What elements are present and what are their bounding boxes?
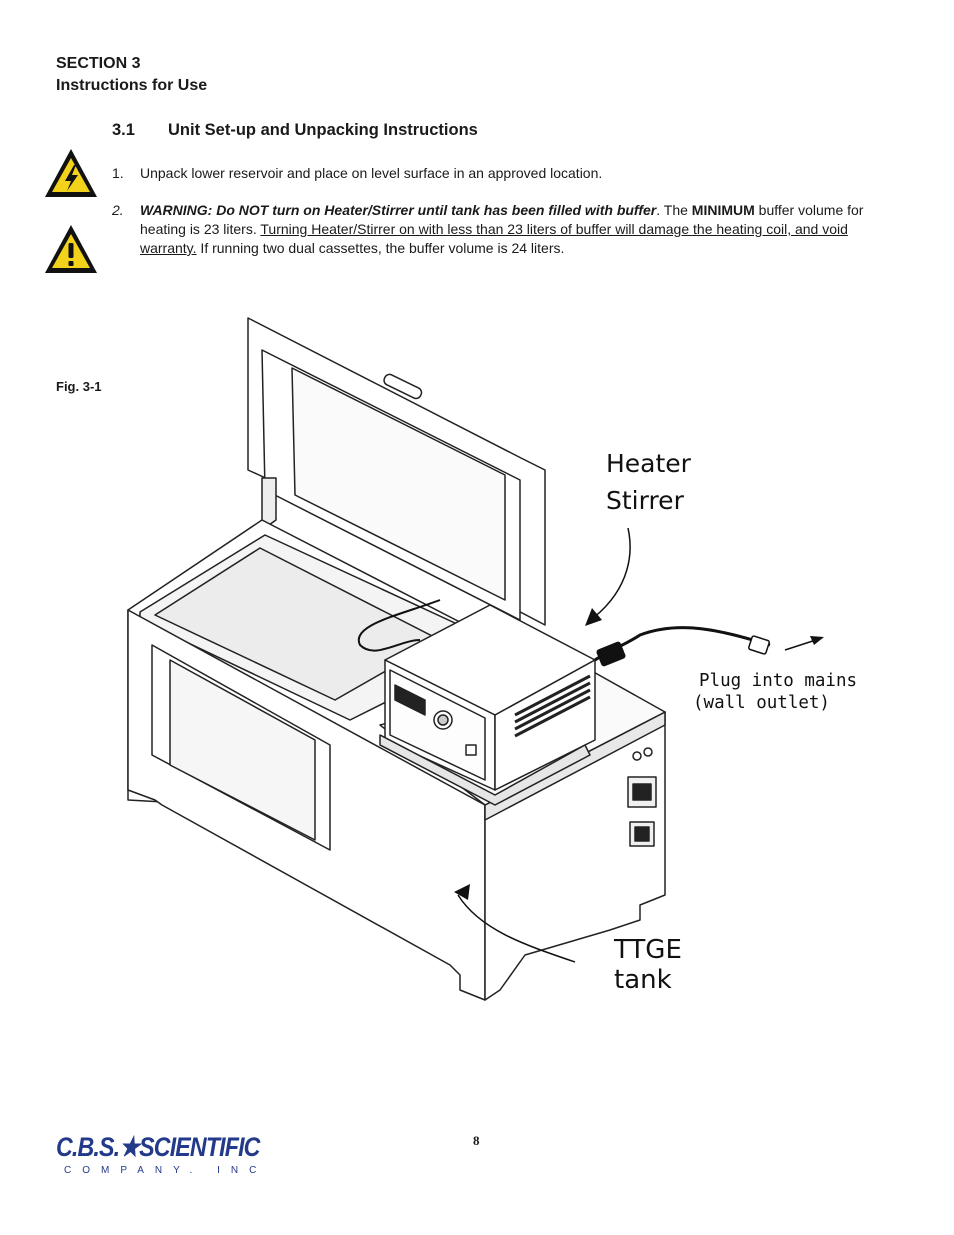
tank-label: tank bbox=[614, 965, 672, 995]
page-number: 8 bbox=[473, 1133, 480, 1148]
step-number: 2. bbox=[112, 202, 124, 218]
stirrer-label: Stirrer bbox=[606, 486, 684, 515]
ttge-label: TTGE bbox=[614, 935, 682, 965]
subsection-heading: 3.1 Unit Set-up and Unpacking Instruction… bbox=[112, 121, 478, 140]
step-2: 2. WARNING: Do NOT turn on Heater/Stirre… bbox=[112, 201, 892, 261]
damage-warning-text: Turning Heater/Stirrer on with less than… bbox=[140, 221, 848, 256]
section-header: SECTION 3 Instructions for Use bbox=[56, 53, 207, 97]
tank-arrow bbox=[457, 894, 576, 963]
company-logo-subtitle: COMPANY. INC bbox=[64, 1165, 268, 1176]
wall-plug bbox=[748, 635, 770, 655]
warning-text: WARNING: Do NOT turn on Heater/Stirrer u… bbox=[140, 202, 657, 218]
plug-label-line1: Plug into mains bbox=[699, 671, 858, 691]
section-number: SECTION 3 bbox=[56, 55, 141, 72]
display-panel bbox=[394, 684, 426, 716]
company-logo: C.B.S.★SCIENTIFIC bbox=[56, 1132, 260, 1162]
heater-arrow bbox=[587, 527, 631, 623]
figure-label: Fig. 3-1 bbox=[56, 379, 102, 394]
warning-hazard-icon bbox=[45, 225, 97, 273]
plug-callout: Plug into mains (wall outlet) bbox=[693, 670, 857, 714]
heater-stirrer-callout: Heater Stirrer bbox=[606, 445, 691, 519]
step-text: WARNING: Do NOT turn on Heater/Stirrer u… bbox=[140, 202, 864, 256]
step-text: Unpack lower reservoir and place on leve… bbox=[140, 165, 603, 181]
minimum-text: MINIMUM bbox=[691, 202, 755, 218]
cord-plug-connector bbox=[596, 641, 626, 667]
ttge-tank-callout: TTGE tank bbox=[614, 935, 682, 995]
lid-window bbox=[291, 367, 506, 601]
heater-label: Heater bbox=[606, 449, 691, 478]
plug-label-line2: (wall outlet) bbox=[693, 693, 830, 713]
lid-handle bbox=[383, 373, 423, 400]
step-number: 1. bbox=[112, 165, 124, 181]
subsection-title: Unit Set-up and Unpacking Instructions bbox=[168, 121, 478, 139]
section-title: Instructions for Use bbox=[56, 77, 208, 94]
electrical-hazard-icon bbox=[45, 149, 97, 197]
subsection-number: 3.1 bbox=[112, 121, 135, 139]
